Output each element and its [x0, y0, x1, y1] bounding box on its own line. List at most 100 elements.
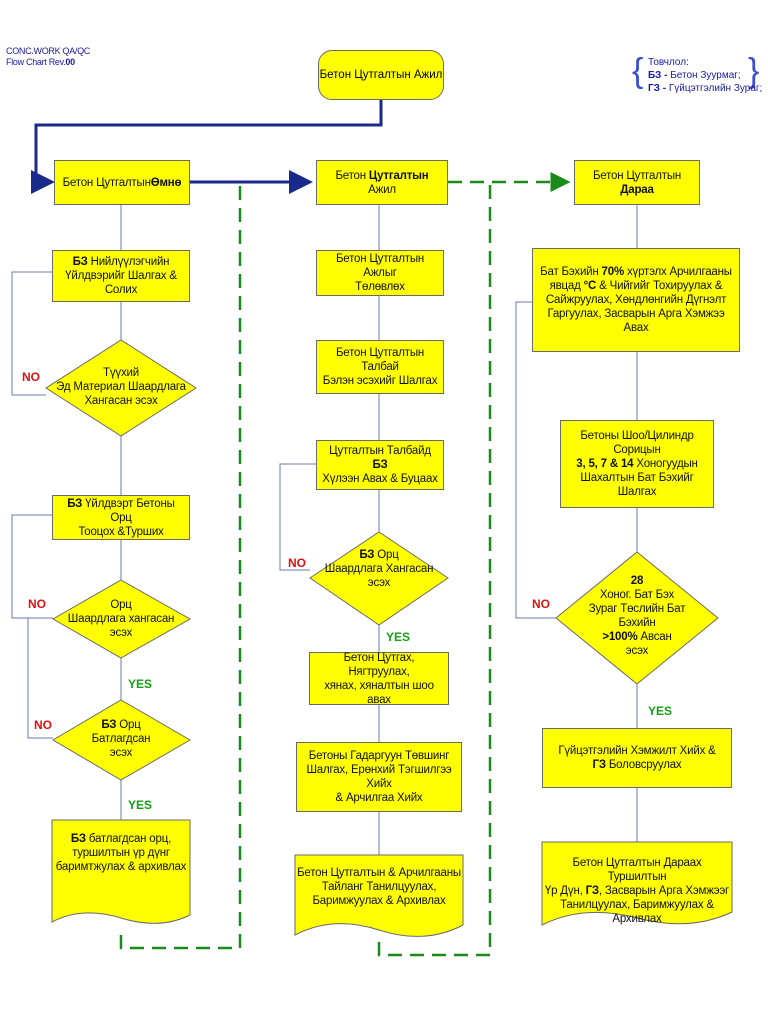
start-terminal: Бетон Цутгалтын Ажил [318, 50, 444, 100]
col1-box2-line2: Тооцох &Турших [78, 525, 164, 538]
header-line-2: Flow Chart Rev. [6, 57, 66, 67]
col1-dec1-line2: Эд Материал Шаардлага [56, 381, 186, 393]
col3-box2-l3: Шахалтын Бат Бэхийг Шалгах [580, 472, 694, 498]
col3-doc-l1: Бетон Цутгалтын Дараах Туршилтын [572, 857, 702, 883]
col2-dec1-line3: эсэх [367, 577, 391, 589]
col1-dec1-line1: Түүхий [103, 367, 139, 379]
col2-box1-line1: Бетон Цутгалтын Ажлыг [335, 253, 425, 279]
col2-header-b: Цутгалтын [368, 169, 429, 182]
col1-decision2-text: Орц Шаардлага хангасан эсэх [60, 598, 182, 640]
dash-line-1 [119, 182, 242, 950]
col1-doc-abbr: БЗ [70, 833, 86, 845]
col2-document-text: Бетон Цутгалтын & Арчилгааны Тайланг Тан… [296, 866, 462, 908]
col1-box1-line2: Үйлдвэрийг Шалгах & Солих [65, 270, 177, 296]
decision-mix-onsite [309, 531, 449, 626]
col1-box1-abbr: БЗ [72, 256, 88, 268]
col2-dec1-line1: Орц [374, 549, 399, 561]
col1-dec3-line2: Батлагдсан [91, 733, 151, 745]
col1-header: Бетон ЦутгалтынӨмнө [54, 160, 190, 205]
col1-dec2-line1: Орц [110, 599, 132, 611]
col3-box1-l2b: & Чийгийг Тохируулах & [596, 280, 723, 292]
col2-dec1-line2: Шаардлага Хангасан [324, 563, 434, 575]
col1-box2-abbr: БЗ [67, 497, 83, 510]
start-connector [31, 100, 383, 194]
col1-decision1-text: Түүхий Эд Материал Шаардлага Хангасан эс… [56, 366, 186, 408]
yes-label-col1-b: YES [128, 798, 153, 812]
col2-box5-line3: & Арчилгаа Хийх [335, 792, 423, 804]
legend-text-2: Гүйцэтгэлийн Зураг; [666, 83, 763, 94]
col2-header-c: Ажил [368, 183, 396, 196]
col2-box3-line2: Хүлээн Авах & Буцаах [322, 473, 438, 485]
col3-box3-abbr: ГЗ [592, 759, 607, 771]
col2-box2-line2: Бэлэн эсэхийг Шалгах [322, 375, 438, 387]
col3-curing-control: Бат Бэхийн 70% хүртэлх Арчилгааны явцад … [532, 248, 740, 352]
col3-dec1-l1: 28 [630, 575, 644, 587]
col3-document-text: Бетон Цутгалтын Дараах Туршилтын Үр Дүн,… [542, 856, 732, 926]
document-header: CONC.WORK QA/QC Flow Chart Rev.00 [6, 46, 90, 68]
col1-document-text: БЗ батлагдсан орц, туршилтын үр дүнг бар… [52, 832, 190, 874]
col1-box1-line1: Нийлүүлэгчийн [87, 256, 170, 268]
legend-title: Товчлол: [648, 57, 689, 68]
col1-dec3-line1: Орц [116, 719, 141, 731]
col2-receive-concrete: Цутгалтын Талбайд БЗ Хүлээн Авах & Буцаах [316, 440, 444, 490]
col2-box1-line2: Төлөвлөх [355, 281, 405, 293]
col1-header-bold: Өмнө [150, 176, 182, 189]
no-label-col1-a: NO [22, 370, 40, 384]
yes-label-col3: YES [648, 704, 673, 718]
col2-box4-line1: Бетон Цутгах, Нягтруулах, [343, 651, 415, 678]
no-label-col3: NO [532, 597, 550, 611]
col2-box5-line2: Шалгах, Ерөнхий Тэгшилгээ Хийх [306, 764, 452, 790]
col2-box3-line1: Цутгалтын Талбайд [329, 445, 431, 457]
col3-box1-l1a: Бат Бэхийн [540, 266, 602, 278]
decision-raw-material [45, 339, 197, 437]
decision-mix-approved [52, 699, 191, 781]
col3-box1-l2a: явцад [549, 280, 584, 292]
col1-dec3-line3: эсэх [109, 747, 133, 759]
col1-doc-line3: баримтжулах & архивлах [55, 861, 187, 873]
col3-doc-l3: Танилцуулах, Баримжуулах & Архивлах [560, 899, 714, 925]
col3-box3-l1: Гүйцэтгэлийн Хэмжилт Хийх & [558, 745, 716, 757]
col3-dec1-l4b: Авсан [637, 631, 672, 643]
legend-brace-left: { [632, 52, 644, 90]
col3-decision-text: 28 Хоног. Бат Бэх Зураг Төслийн Бат Бэхи… [570, 574, 704, 658]
doc-shape-col1 [51, 819, 191, 924]
no-label-col1-b: NO [28, 597, 46, 611]
col3-dec1-l4: >100% [602, 631, 638, 643]
header-line-1: CONC.WORK QA/QC [6, 46, 91, 56]
decision-mix-requirement [51, 579, 192, 659]
col3-doc-abbr: ГЗ [585, 885, 600, 897]
col3-box1-deg: °C [583, 280, 597, 292]
col2-decision-text: БЗ Орц Шаардлага Хангасан эсэх [318, 548, 440, 590]
no-label-col2: NO [288, 556, 306, 570]
col3-dec1-l5: эсэх [625, 645, 649, 657]
col2-dec1-abbr: БЗ [359, 549, 375, 561]
col1-decision3-text: БЗ Орц Батлагдсан эсэх [60, 718, 182, 760]
col3-dec1-l3: Зураг Төслийн Бат Бэхийн [588, 603, 686, 629]
col2-box3-abbr: БЗ [372, 459, 388, 471]
no-label-col1-c: NO [34, 718, 52, 732]
col3-doc-l2b: , Засварын Арга Хэмжээг [598, 885, 730, 897]
col1-doc-line1: батлагдсан орц, [85, 833, 172, 845]
col2-pour-compact: Бетон Цутгах, Нягтруулах,хянах, хяналтын… [309, 651, 449, 706]
col2-box2-line1: Бетон Цутгалтын Талбай [335, 347, 425, 373]
legend-brace-right: } [748, 52, 760, 90]
col1-dec2-line2: Шаардлага хангасан [67, 613, 175, 625]
legend: Товчлол: БЗ - Бетон Зуурмаг; ГЗ - Гүйцэт… [648, 56, 762, 95]
col3-box1-l1b: хүртэлх Арчилгааны [623, 266, 732, 278]
col1-dec1-line3: Хангасан эсэх [84, 395, 158, 407]
col3-box1-l4: Гаргуулах, Засварын Арга Хэмжээ Авах [547, 308, 725, 334]
col1-box2-line1: Үйлдвэрт Бетоны Орц [82, 497, 175, 524]
header-rev: 00 [65, 57, 75, 67]
col3-box2-l2b: Хоногуудын [633, 458, 698, 470]
col3-box2-l1: Бетоны Шоо/Цилиндр Сорицын [580, 430, 694, 456]
col3-box3-l2: Боловсруулах [605, 759, 682, 771]
col2-box4-line2: хянах, хяналтын шоо авах [324, 679, 434, 706]
doc-shape-col3 [541, 841, 733, 926]
legend-abbr-2: ГЗ - [648, 83, 667, 94]
legend-text-1: Бетон Зуурмаг; [667, 70, 741, 81]
col2-header-a: Бетон [335, 169, 369, 182]
